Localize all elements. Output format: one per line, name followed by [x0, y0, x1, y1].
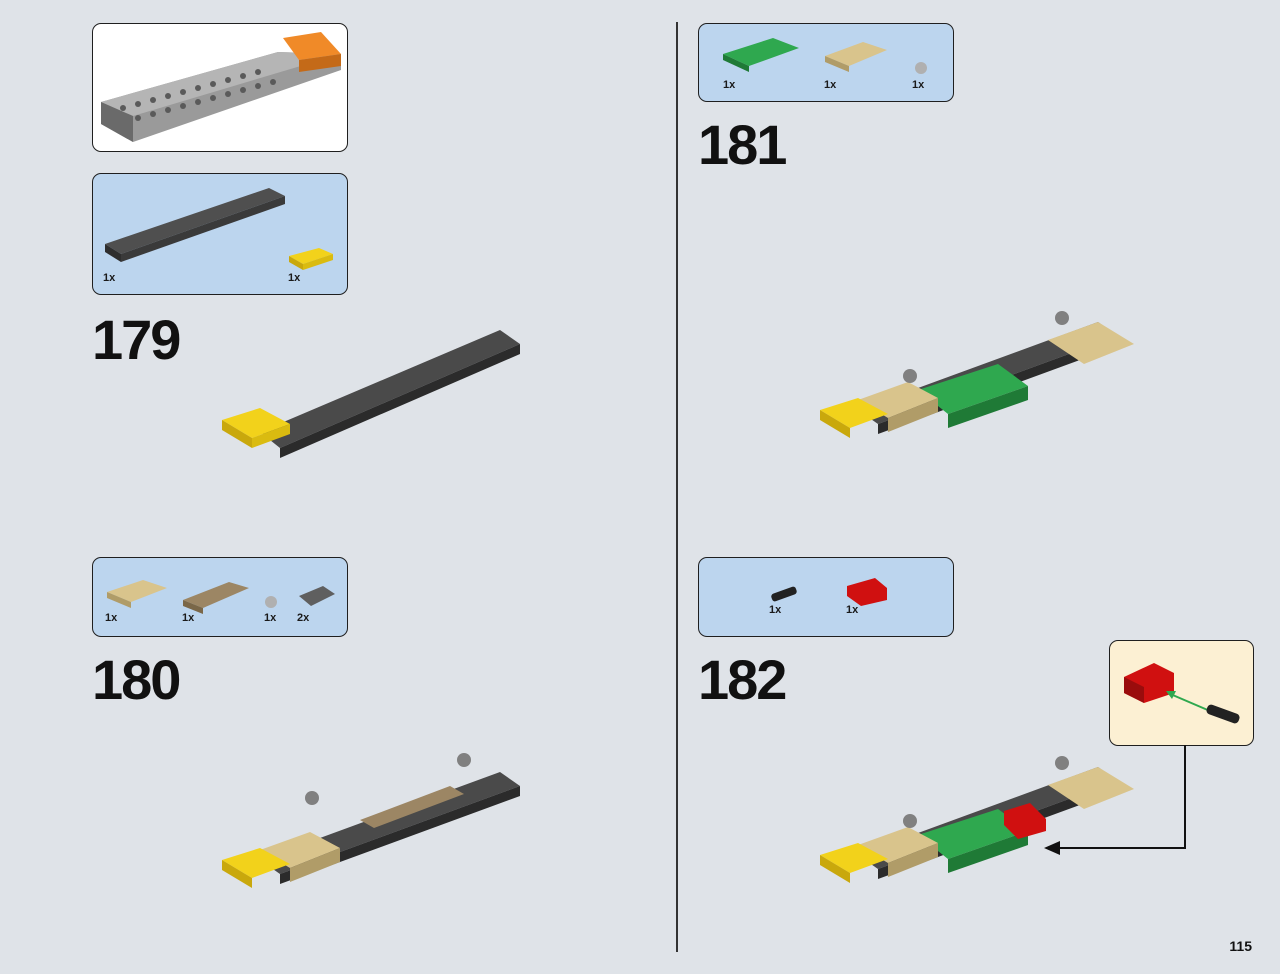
column-divider	[676, 22, 678, 952]
step-number: 181	[698, 113, 787, 176]
tan-plate-icon	[107, 580, 335, 614]
yellow-grille-tile-icon	[289, 248, 333, 270]
part-qty: 1x	[723, 79, 736, 91]
previous-build-preview	[92, 23, 348, 152]
black-pin-icon	[771, 578, 887, 606]
step-181-parts-callout: 1x 1x 1x	[698, 23, 954, 102]
part-qty: 1x	[846, 604, 859, 616]
step-number: 179	[92, 308, 181, 371]
red-brick-pin-assembly	[1124, 663, 1240, 724]
page-number: 115	[1229, 938, 1252, 954]
green-plate-icon	[723, 38, 927, 74]
step-179-parts-callout: 1x 1x	[92, 173, 348, 295]
part-qty: 1x	[182, 612, 195, 624]
gray-baseplate-model	[101, 32, 341, 142]
step-182-parts-callout: 1x 1x	[698, 557, 954, 637]
step-180-model	[222, 753, 520, 888]
part-qty: 1x	[288, 272, 301, 284]
part-qty: 1x	[769, 604, 782, 616]
dark-gray-plate-icon	[105, 188, 285, 262]
callout-connector-arrow	[1044, 745, 1186, 855]
step-182-model	[820, 756, 1134, 883]
part-qty: 2x	[297, 612, 310, 624]
step-182-subassembly-callout	[1109, 640, 1254, 746]
part-qty: 1x	[824, 79, 837, 91]
part-qty: 1x	[264, 612, 277, 624]
part-qty: 1x	[103, 272, 116, 284]
part-qty: 1x	[105, 612, 118, 624]
step-181-model	[820, 311, 1134, 438]
step-180-parts-callout: 1x 1x 1x 2x	[92, 557, 348, 637]
step-number: 182	[698, 648, 787, 711]
step-number: 180	[92, 648, 181, 711]
step-179-model	[222, 330, 520, 458]
part-qty: 1x	[912, 79, 925, 91]
